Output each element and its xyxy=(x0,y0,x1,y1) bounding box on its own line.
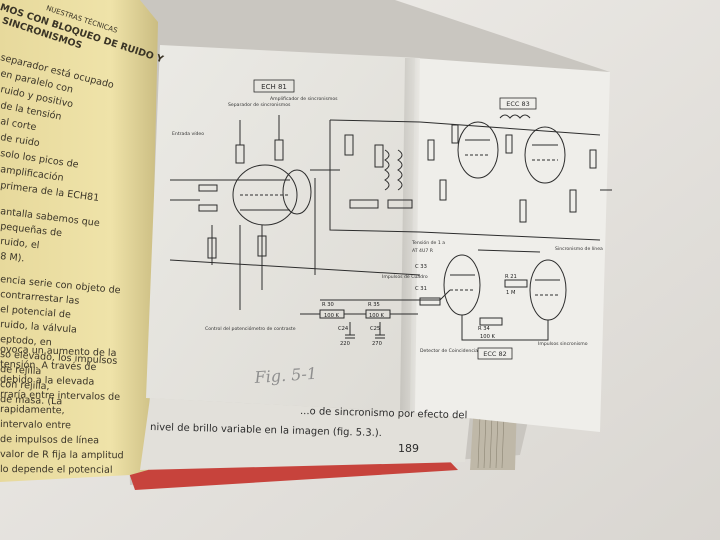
svg-text:R 21: R 21 xyxy=(505,274,517,280)
svg-text:100 K: 100 K xyxy=(369,313,385,319)
tube-label-ecc82-box: ECC 82 xyxy=(477,347,513,360)
note-at: AT 4U7 R xyxy=(412,248,434,254)
right-page-lower xyxy=(140,398,470,470)
svg-text:rapidamente,: rapidamente, xyxy=(0,404,65,416)
tube-ech81 xyxy=(232,164,298,226)
schematic-notes: Entrada vídeo Separador de sincronismos … xyxy=(172,96,603,354)
svg-text:C24: C24 xyxy=(338,326,349,332)
svg-text:C 33: C 33 xyxy=(415,264,427,270)
component-labels: R 30 100 K R 35 100 K C24 C25 220 270 C … xyxy=(322,264,517,347)
page-number: 189 xyxy=(398,442,419,455)
svg-text:100 K: 100 K xyxy=(324,313,340,319)
svg-text:ruido, el: ruido, el xyxy=(0,236,40,251)
tube-ecc83-a xyxy=(457,121,499,179)
svg-text:1 M: 1 M xyxy=(506,290,515,296)
note-impulsos-sincronismo: Impulsos sincronismo xyxy=(538,341,588,347)
note-tension: Tensión de 1 a xyxy=(411,239,445,246)
schematic xyxy=(169,114,612,341)
svg-text:ovoca un aumento de la: ovoca un aumento de la xyxy=(0,344,117,359)
fold-crease xyxy=(400,58,420,412)
svg-text:C25: C25 xyxy=(370,326,380,332)
tube-label-ech81: ECH 81 xyxy=(261,83,287,91)
svg-text:R 34: R 34 xyxy=(478,326,491,332)
svg-text:tensión. A través de: tensión. A través de xyxy=(0,358,97,373)
svg-text:C 31: C 31 xyxy=(415,286,427,292)
svg-text:270: 270 xyxy=(372,341,382,347)
svg-text:100 K: 100 K xyxy=(480,334,496,340)
tube-label-ecc83-box: ECC 83 xyxy=(499,97,537,110)
note-detector-coincidencia: Detector de Coincidencia xyxy=(420,348,478,354)
svg-text:valor de R fija la amplitud: valor de R fija la amplitud xyxy=(0,449,124,461)
footer-line-1: ...o de sincronismo por efecto del xyxy=(300,406,468,421)
svg-text:8 M).: 8 M). xyxy=(0,251,25,264)
note-impulsos-cuadro: Impulsos de Cuadro xyxy=(382,274,428,280)
foldout-page xyxy=(410,58,610,432)
tube-label-ech81-box: ECH 81 xyxy=(253,79,295,93)
svg-text:ruido, la válvula: ruido, la válvula xyxy=(0,318,77,336)
note-entrada-video: Entrada vídeo xyxy=(172,130,204,137)
note-control-contraste: Control del potenciómetro de contraste xyxy=(205,325,296,332)
note-amplificador: Amplificador de sincronismos xyxy=(270,96,338,102)
note-sincronismo-linea: Sincronismo de línea xyxy=(555,245,603,252)
svg-text:con rejilla,: con rejilla, xyxy=(0,379,50,392)
svg-text:eptodo, en: eptodo, en xyxy=(0,334,52,348)
svg-text:de rejilla: de rejilla xyxy=(0,364,42,377)
svg-text:R 35: R 35 xyxy=(368,302,380,308)
note-separador: Separador de sincronismos xyxy=(228,102,291,108)
tube-label-ecc82: ECC 82 xyxy=(483,350,507,358)
svg-text:lo depende el potencial: lo depende el potencial xyxy=(0,464,113,476)
svg-text:de impulsos de línea: de impulsos de línea xyxy=(0,433,99,446)
left-body-2: ovoca un aumento de la tensión. A través… xyxy=(0,344,124,476)
left-page xyxy=(0,0,158,482)
tube-ecc83-b xyxy=(524,126,566,184)
svg-text:de masa. (La: de masa. (La xyxy=(0,394,62,407)
handwritten-fig-note: Fig. 5-1 xyxy=(253,364,318,387)
svg-text:R 30: R 30 xyxy=(322,302,334,308)
svg-text:220: 220 xyxy=(340,341,350,347)
svg-text:rraría entre intervalos de: rraría entre intervalos de xyxy=(0,388,120,403)
right-page-upper xyxy=(146,45,420,412)
tube-label-ecc83: ECC 83 xyxy=(506,100,530,108)
svg-text:intervalo entre: intervalo entre xyxy=(0,419,71,431)
svg-text:debido a la elevada: debido a la elevada xyxy=(0,374,94,388)
